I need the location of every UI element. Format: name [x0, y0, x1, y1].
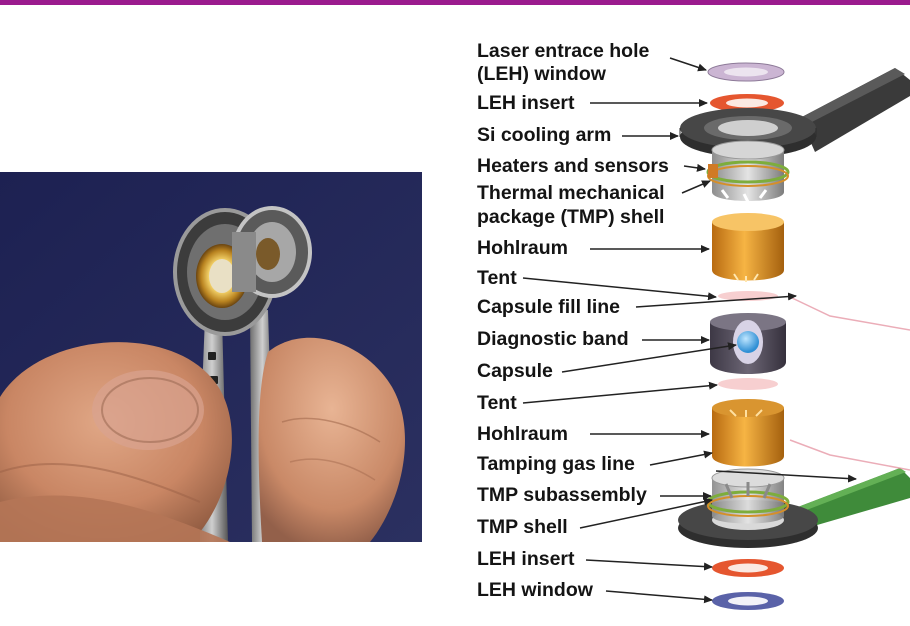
hohlraum-bottom-part — [712, 399, 784, 467]
label-leh-insert-top: LEH insert — [477, 92, 575, 114]
hohlraum-top-part — [712, 213, 784, 282]
tmp-subassembly-part — [678, 468, 910, 548]
capsule-sphere — [737, 331, 759, 353]
label-capsule-fill-line: Capsule fill line — [477, 296, 621, 318]
label-leh-window-top-line2: (LEH) window — [477, 63, 606, 85]
leh-insert-bottom-part — [712, 559, 784, 577]
tmp-shell-top-part — [706, 140, 790, 203]
diagnostic-band-part — [710, 313, 786, 374]
label-tent-top: Tent — [477, 267, 517, 289]
target-photo — [0, 172, 422, 542]
label-diagnostic-band: Diagnostic band — [477, 328, 629, 350]
leh-window-top-part — [707, 62, 785, 82]
tent-bottom-part — [718, 378, 778, 390]
label-leh-window-bottom: LEH window — [477, 579, 593, 601]
label-hohlraum-bottom: Hohlraum — [477, 423, 569, 445]
label-leh-window-top-line1: Laser entrace hole — [477, 40, 650, 62]
label-tmp-subassembly: TMP subassembly — [477, 484, 647, 506]
accent-bar — [0, 0, 910, 5]
label-tmp-shell-bottom: TMP shell — [477, 516, 568, 538]
leh-window-bottom-part — [712, 592, 784, 610]
label-tmp-shell-top-line1: Thermal mechanical — [477, 182, 665, 204]
label-tamping-gas-line: Tamping gas line — [477, 453, 635, 475]
leh-insert-top-part — [710, 94, 784, 112]
label-hohlraum-top: Hohlraum — [477, 237, 569, 259]
label-tmp-shell-top-line2: package (TMP) shell — [477, 206, 665, 228]
si-cooling-arm-top-part — [679, 68, 910, 157]
label-tent-bottom: Tent — [477, 392, 517, 414]
tent-top-part — [718, 291, 778, 301]
label-si-cooling-arm: Si cooling arm — [477, 124, 612, 146]
label-heaters-and-sensors: Heaters and sensors — [477, 155, 669, 177]
label-leh-insert-bottom: LEH insert — [477, 548, 575, 570]
label-capsule: Capsule — [477, 360, 553, 382]
